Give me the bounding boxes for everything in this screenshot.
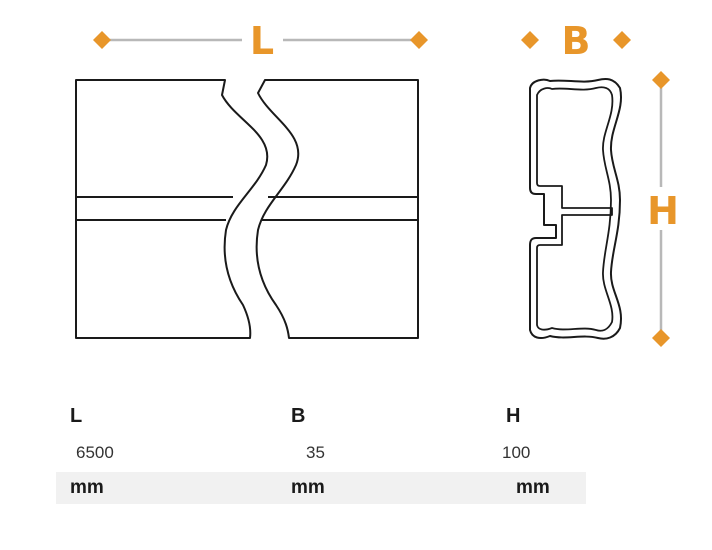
diamond-marker-icon — [410, 31, 428, 49]
table-header-row: L B H — [56, 400, 586, 436]
cross-section — [529, 78, 623, 340]
diamond-marker-icon — [652, 71, 670, 89]
dimension-table: L B H 6500 35 100 mm mm mm — [56, 400, 586, 504]
unit-height: mm — [516, 477, 550, 498]
length-dimension: L — [93, 19, 428, 63]
table-units-row: mm mm mm — [56, 472, 586, 504]
table-values-row: 6500 35 100 — [56, 436, 586, 472]
height-label: H — [647, 189, 679, 233]
diamond-marker-icon — [521, 31, 539, 49]
value-height: 100 — [502, 443, 531, 462]
side-view — [75, 79, 419, 339]
unit-length: mm — [70, 477, 104, 498]
length-label: L — [250, 19, 274, 63]
diamond-marker-icon — [652, 329, 670, 347]
width-dimension: B — [521, 19, 631, 63]
value-width: 35 — [306, 443, 325, 462]
cross-section-inner — [536, 86, 614, 332]
header-height: H — [506, 405, 521, 427]
diamond-marker-icon — [613, 31, 631, 49]
header-length: L — [70, 405, 83, 427]
unit-width: mm — [291, 477, 325, 498]
cross-section-outer — [529, 78, 623, 340]
side-view-right-part — [255, 79, 419, 339]
width-label: B — [562, 19, 591, 63]
side-view-left-part — [75, 79, 269, 339]
diamond-marker-icon — [93, 31, 111, 49]
height-dimension: H — [647, 71, 679, 347]
value-length: 6500 — [76, 443, 114, 462]
profile-diagram: L B H — [75, 19, 679, 347]
header-width: B — [291, 405, 306, 427]
